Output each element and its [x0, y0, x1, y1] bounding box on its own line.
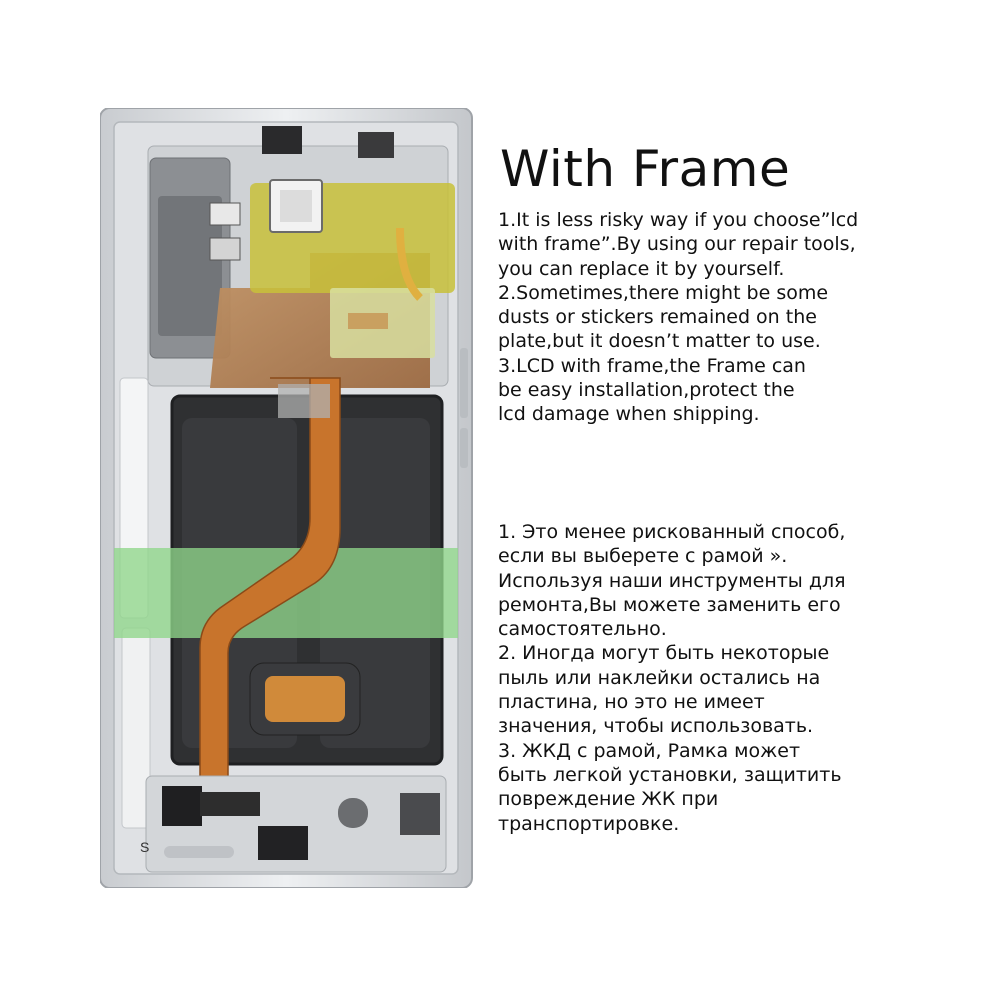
text-line: повреждение ЖК при: [498, 788, 719, 811]
flex-cable: [396, 227, 423, 301]
frame-letter-s: S: [140, 839, 149, 855]
text-line: транспортировке.: [498, 812, 680, 835]
bottom-module: [338, 798, 368, 828]
text-line: пыль или наклейки остались на: [498, 666, 821, 689]
phone-lcd-with-frame-illustration: S: [100, 108, 473, 888]
text-line: пластина, но это не имеет: [498, 691, 765, 714]
chip: [209, 237, 241, 261]
text-line: быть легкой установки, защитить: [498, 763, 842, 786]
text-line: если вы выберете с рамой ».: [498, 545, 788, 568]
connector-pins: [265, 676, 345, 722]
camera-sensor: [280, 190, 312, 222]
side-button: [460, 428, 468, 468]
text-line: 3.LCD with frame,the Frame can: [498, 354, 806, 377]
top-chip: [358, 132, 394, 158]
top-chip: [262, 126, 302, 154]
text-line: lcd damage when shipping.: [498, 403, 760, 426]
text-line: ремонта,Вы можете заменить его: [498, 593, 841, 616]
metal-shield-inner: [158, 196, 222, 336]
text-line: самостоятельно.: [498, 618, 667, 641]
bottom-chip: [162, 786, 202, 826]
text-line: значения, чтобы использовать.: [498, 715, 814, 738]
bottom-module: [400, 793, 440, 835]
speaker-slot: [164, 846, 234, 858]
text-line: dusts or stickers remained on the: [498, 306, 817, 329]
chip: [209, 202, 241, 226]
english-description: 1.It is less risky way if you choose”lcd…: [498, 208, 918, 427]
side-button: [460, 348, 468, 418]
text-line: plate,but it doesn’t matter to use.: [498, 330, 821, 353]
text-line: 1.It is less risky way if you choose”lcd: [498, 209, 859, 231]
text-line: you can replace it by yourself.: [498, 257, 785, 280]
text-line: 2.Sometimes,there might be some: [498, 281, 829, 304]
text-line: be easy installation,protect the: [498, 379, 795, 402]
connector: [348, 313, 388, 329]
bottom-label: [200, 792, 260, 816]
text-line: 3. ЖКД с рамой, Рамка может: [498, 739, 801, 762]
text-line: Используя наши инструменты для: [498, 569, 846, 592]
section-title: With Frame: [500, 140, 791, 198]
russian-description: 1. Это менее рискованный способ, если вы…: [498, 520, 918, 836]
text-line: with frame”.By using our repair tools,: [498, 233, 856, 256]
usb-port: [258, 826, 308, 860]
text-line: 1. Это менее рискованный способ,: [498, 521, 846, 543]
text-line: 2. Иногда могут быть некоторые: [498, 642, 830, 665]
flex-connector: [278, 384, 330, 418]
